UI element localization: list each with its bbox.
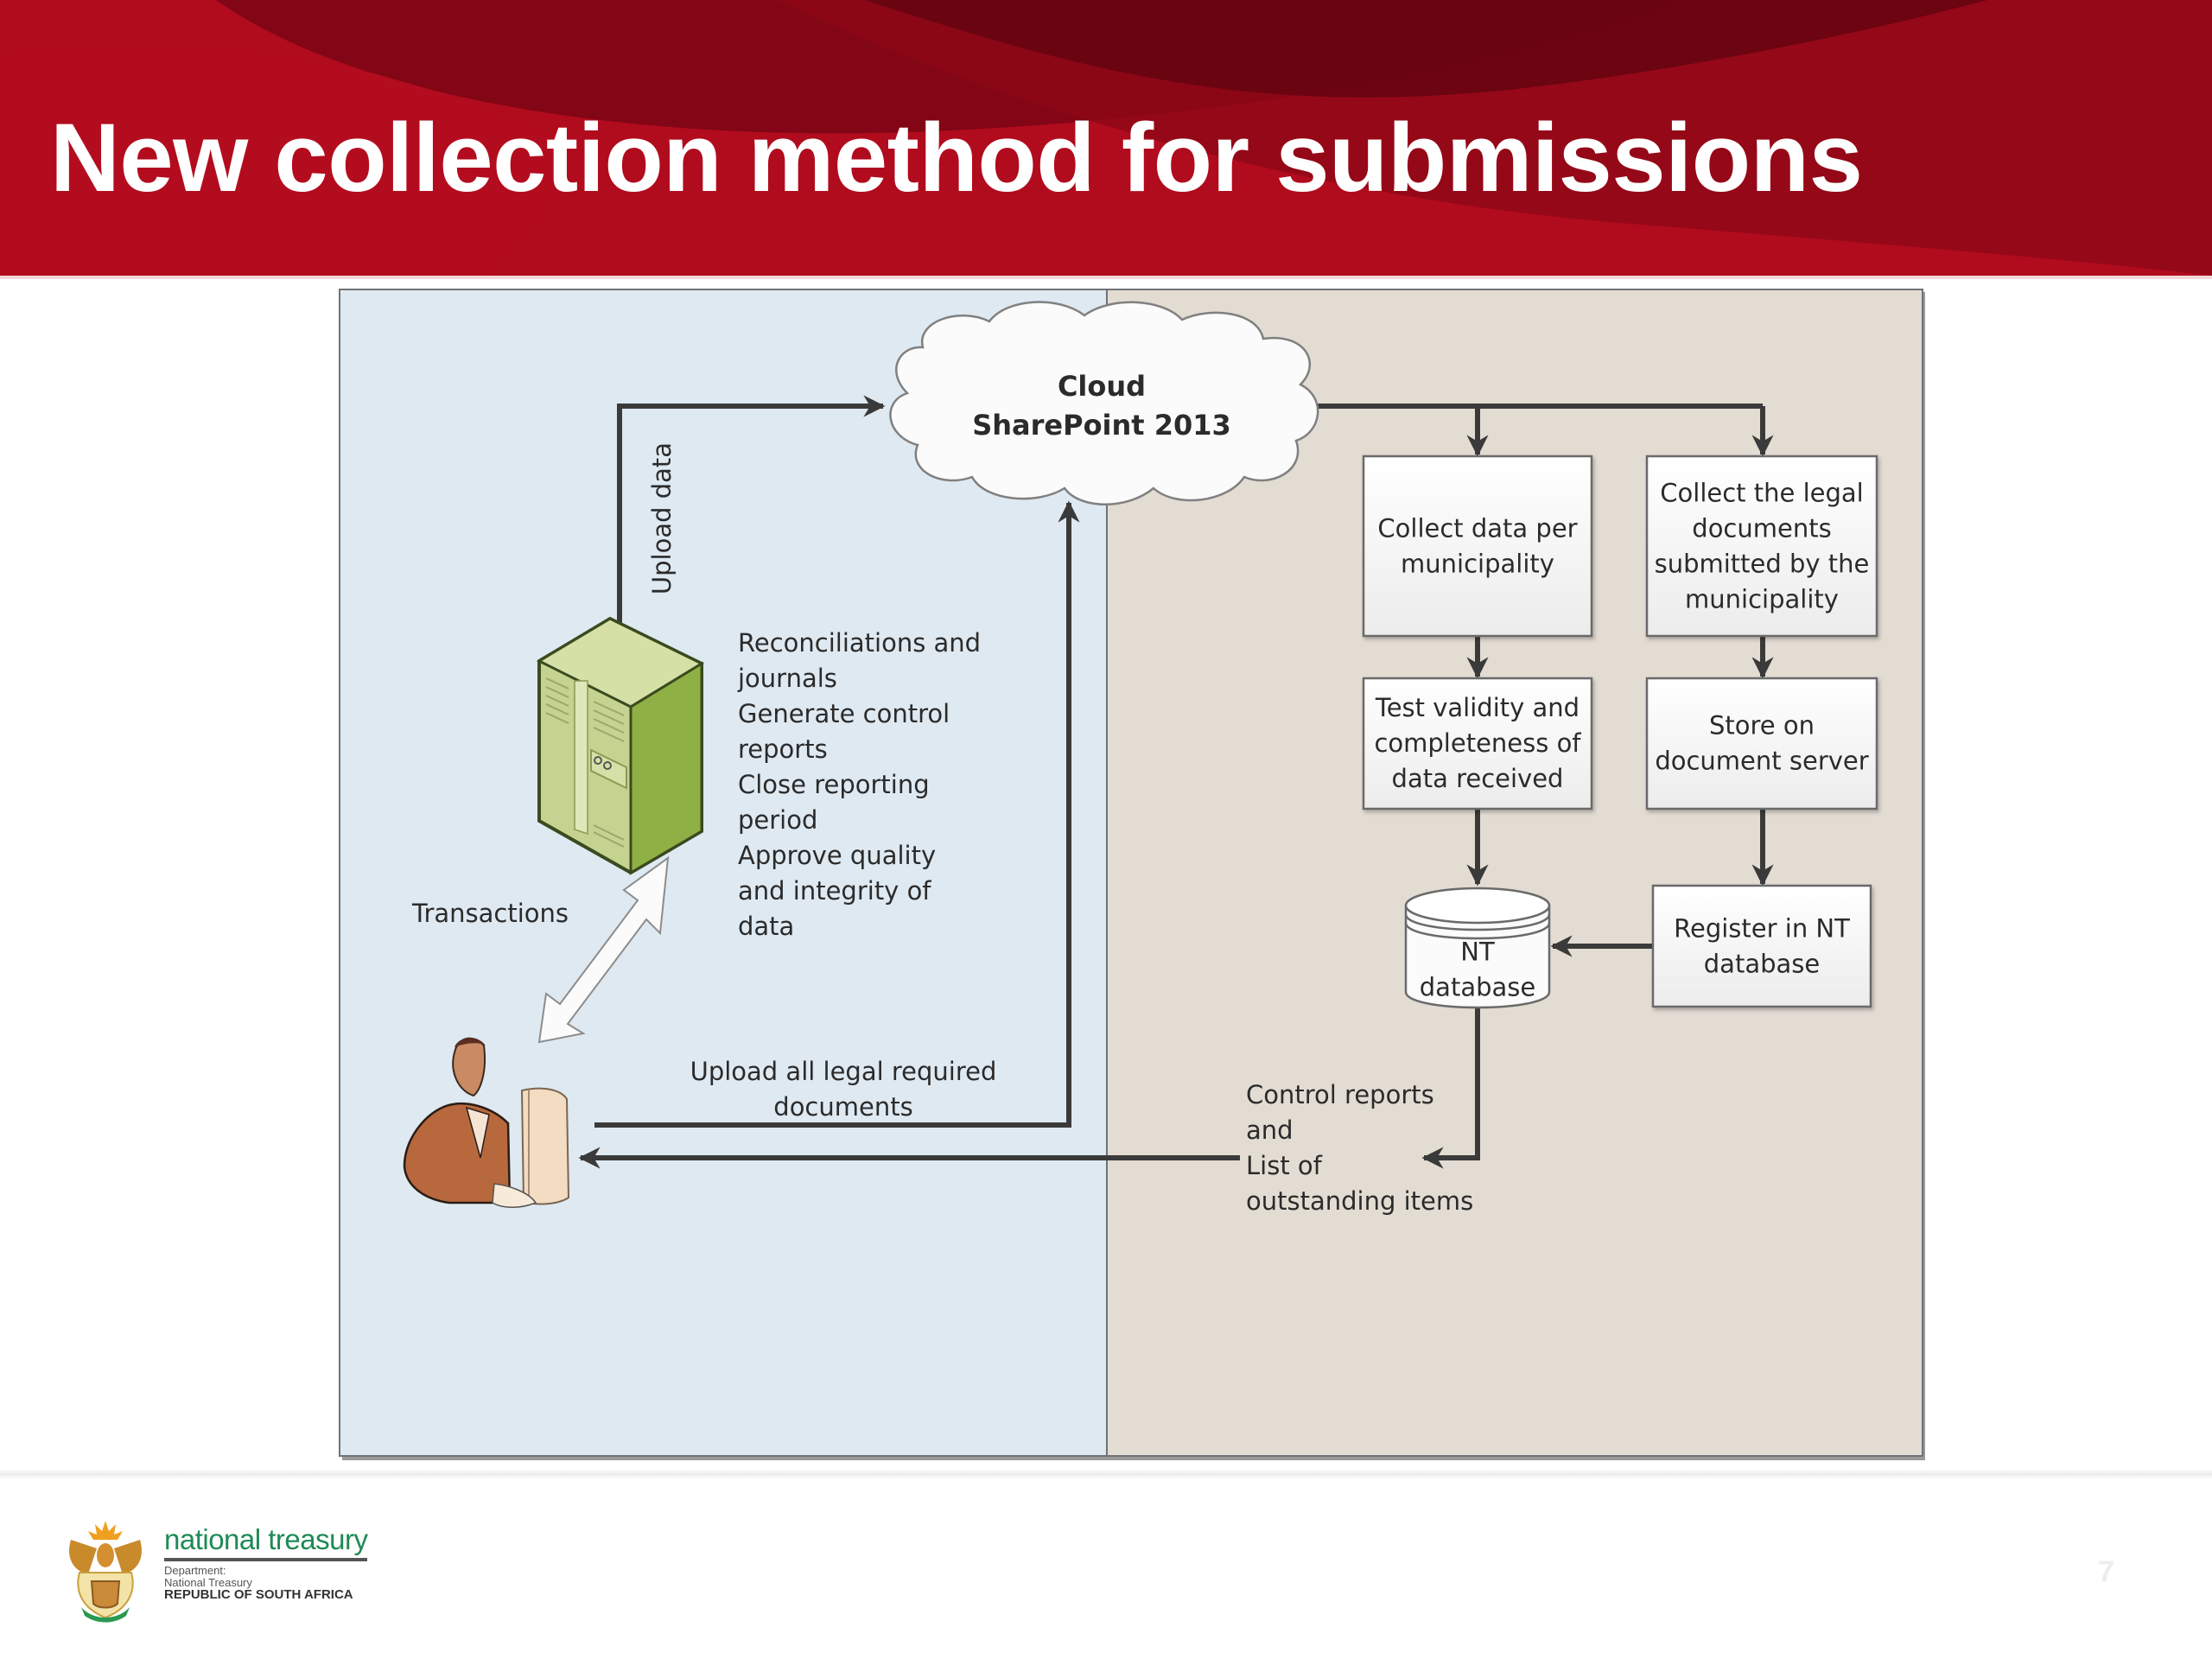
box-test-validity: Test validity and completeness of data rec… [1362,677,1593,810]
collect-data-text-line: municipality [1401,550,1554,579]
upload-documents-connector [594,500,1080,1128]
collect-data-text-line: Collect data per [1377,514,1577,543]
collect-legal-text-line: Collect the legal [1660,479,1863,508]
server-task-line: Reconciliations and [738,628,981,658]
server-tower-icon [536,616,705,875]
box-collect-legal-documents: Collect the legal documents submitted by t… [1645,454,1878,638]
control-reports-label-line2: and [1246,1116,1294,1145]
org-name-rule [164,1558,367,1561]
test-validity-text-line: completeness of [1374,728,1581,758]
server-task-line: data [738,912,794,941]
transactions-label: Transactions [411,899,569,928]
register-nt-text-line: database [1704,950,1820,979]
person-at-computer-icon [403,1037,570,1208]
collect-legal-text-line: submitted by the [1655,550,1870,579]
org-department-name: National Treasury [164,1576,252,1589]
slide-title: New collection method for submissions [50,104,1863,212]
upload-data-label: Upload data [647,442,677,594]
control-reports-label-line1: Control reports [1246,1080,1434,1109]
cloud-subtitle: SharePoint 2013 [972,409,1231,442]
server-task-line: Generate control [738,699,950,728]
slide-header: New collection method for submissions [0,0,2212,276]
collect-legal-text-line: documents [1692,514,1831,543]
box-register-nt-database: Register in NT database [1651,884,1872,1008]
cloud-title: Cloud [1058,370,1146,403]
server-task-line: period [738,805,817,835]
box-collect-data: Collect data per municipality [1362,454,1593,638]
footer-divider [0,1469,2212,1479]
control-reports-label-line4: outstanding items [1246,1186,1473,1216]
upload-documents-label-line1: Upload all legal required [690,1057,997,1086]
header-swoosh-decoration [0,0,2212,276]
nt-database-text-line: database [1420,973,1535,1002]
transactions-double-arrow-icon [537,855,670,1044]
store-server-text-line: document server [1655,747,1868,776]
national-treasury-wordmark: national treasury Department: National T… [164,1523,368,1602]
control-reports-label-line3: List of [1246,1151,1323,1180]
server-task-line: Close reporting [738,770,930,799]
header-underline [0,276,2212,279]
cloud-icon [889,301,1319,505]
upload-documents-label-line2: documents [773,1092,912,1122]
server-task-line: reports [738,734,828,764]
nt-database-text-line: NT [1460,938,1495,967]
test-validity-text-line: data received [1392,764,1564,793]
coat-of-arms-logo [69,1521,142,1623]
test-validity-text-line: Test validity and [1375,693,1580,722]
page-number: 7 [2098,1555,2114,1588]
store-server-text-line: Store on [1709,711,1815,741]
org-department-label: Department: [164,1564,226,1577]
server-task-line: and integrity of [738,876,931,906]
server-task-line: journals [737,664,837,693]
box-store-document-server: Store on document server [1645,677,1878,810]
org-country: REPUBLIC OF SOUTH AFRICA [164,1587,353,1602]
server-task-line: Approve quality [738,841,936,870]
control-reports-connector-upper [1421,1007,1480,1169]
collect-legal-text-line: municipality [1685,585,1839,614]
org-name: national treasury [164,1523,368,1555]
database-cylinder-icon [1404,887,1551,1009]
register-nt-text-line: Register in NT [1674,914,1850,944]
